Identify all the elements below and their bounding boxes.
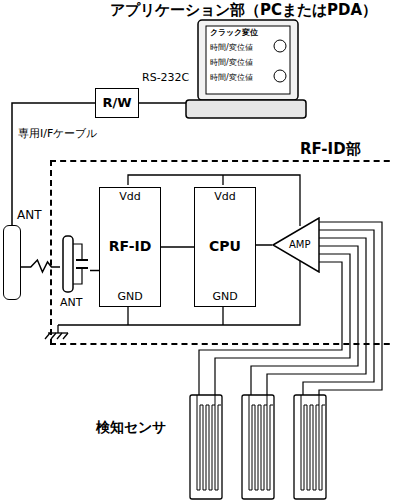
connector — [90, 270, 99, 272]
coil-symbol — [60, 234, 90, 294]
screen-button — [274, 70, 286, 82]
laptop-screen — [198, 20, 298, 100]
rfid-region: RF-ID部ANTVddRF-IDGNDVddCPUGNDAMP — [50, 160, 393, 345]
capacitor-wire — [73, 268, 82, 284]
sensor-illustration — [190, 395, 326, 499]
reader-antenna: ANT — [3, 225, 21, 300]
node-text: ANT — [17, 209, 42, 222]
gauge-grid — [301, 395, 325, 490]
node-text: GND — [212, 291, 237, 303]
gnd-wire — [127, 305, 128, 325]
laptop-base — [186, 100, 306, 118]
capacitor-plate — [76, 267, 88, 269]
vdd-wire — [222, 175, 223, 185]
connector — [12, 103, 95, 225]
node-text: ANT — [60, 297, 82, 309]
reader-writer-box: R/W — [95, 88, 139, 118]
amplifier-triangle: AMP — [272, 217, 320, 273]
amp-sensor-wires — [199, 222, 382, 395]
ground-symbol — [57, 333, 62, 339]
node-text: CPU — [209, 239, 241, 254]
diagram-title: アプリケーション部（PCまたはPDA） — [110, 2, 377, 19]
node-text: 時間/変位値 — [210, 44, 253, 53]
coil-loop — [63, 236, 73, 292]
cpu-box: VddCPU GND — [194, 187, 256, 307]
node-text: RF-ID部 — [300, 141, 361, 158]
screen-button — [274, 40, 286, 52]
ground-symbol — [63, 333, 68, 339]
edge-label: 専用I/Fケーブル — [18, 128, 97, 140]
gauge-lead — [319, 395, 320, 405]
sensor-label: 検知センサ — [96, 420, 166, 435]
capacitor-wire — [73, 244, 82, 260]
node-text: R/W — [102, 96, 131, 110]
screen-panel — [206, 26, 290, 94]
connector — [139, 102, 186, 104]
gnd-wire — [222, 305, 223, 325]
edge-label: RS-232C — [142, 72, 189, 84]
connector — [21, 260, 60, 272]
amp-triangle — [273, 218, 319, 272]
strain-gauge — [242, 395, 274, 499]
gauge-grid — [249, 395, 273, 490]
power-rails — [45, 175, 300, 339]
gauge-grid — [197, 395, 221, 490]
ground-symbol — [57, 325, 58, 333]
gnd-wire — [58, 261, 300, 325]
node-text: クラック変位 — [210, 29, 258, 38]
laptop-screen-node: クラック変位時間/変位値時間/変位値時間/変位値 — [186, 20, 306, 120]
rfid-chip-box: VddRF-ID GND — [99, 187, 161, 307]
laptop-illustration — [186, 20, 306, 118]
gauge-lead — [267, 395, 268, 405]
node-text: AMP — [289, 239, 311, 250]
strain-gauge — [294, 395, 326, 499]
node-text: Vdd — [214, 191, 236, 203]
node-text: RF-ID — [109, 239, 152, 254]
node-text: Vdd — [119, 191, 141, 203]
gauge-lead — [215, 395, 216, 405]
connector — [161, 246, 194, 248]
connector — [256, 244, 272, 246]
capacitor-plate — [76, 259, 88, 261]
node-text: 時間/変位値 — [210, 59, 253, 68]
node-text: GND — [117, 291, 142, 303]
node-text: 時間/変位値 — [210, 74, 253, 83]
tag-antenna: ANT — [60, 234, 90, 312]
strain-gauge — [190, 395, 222, 499]
